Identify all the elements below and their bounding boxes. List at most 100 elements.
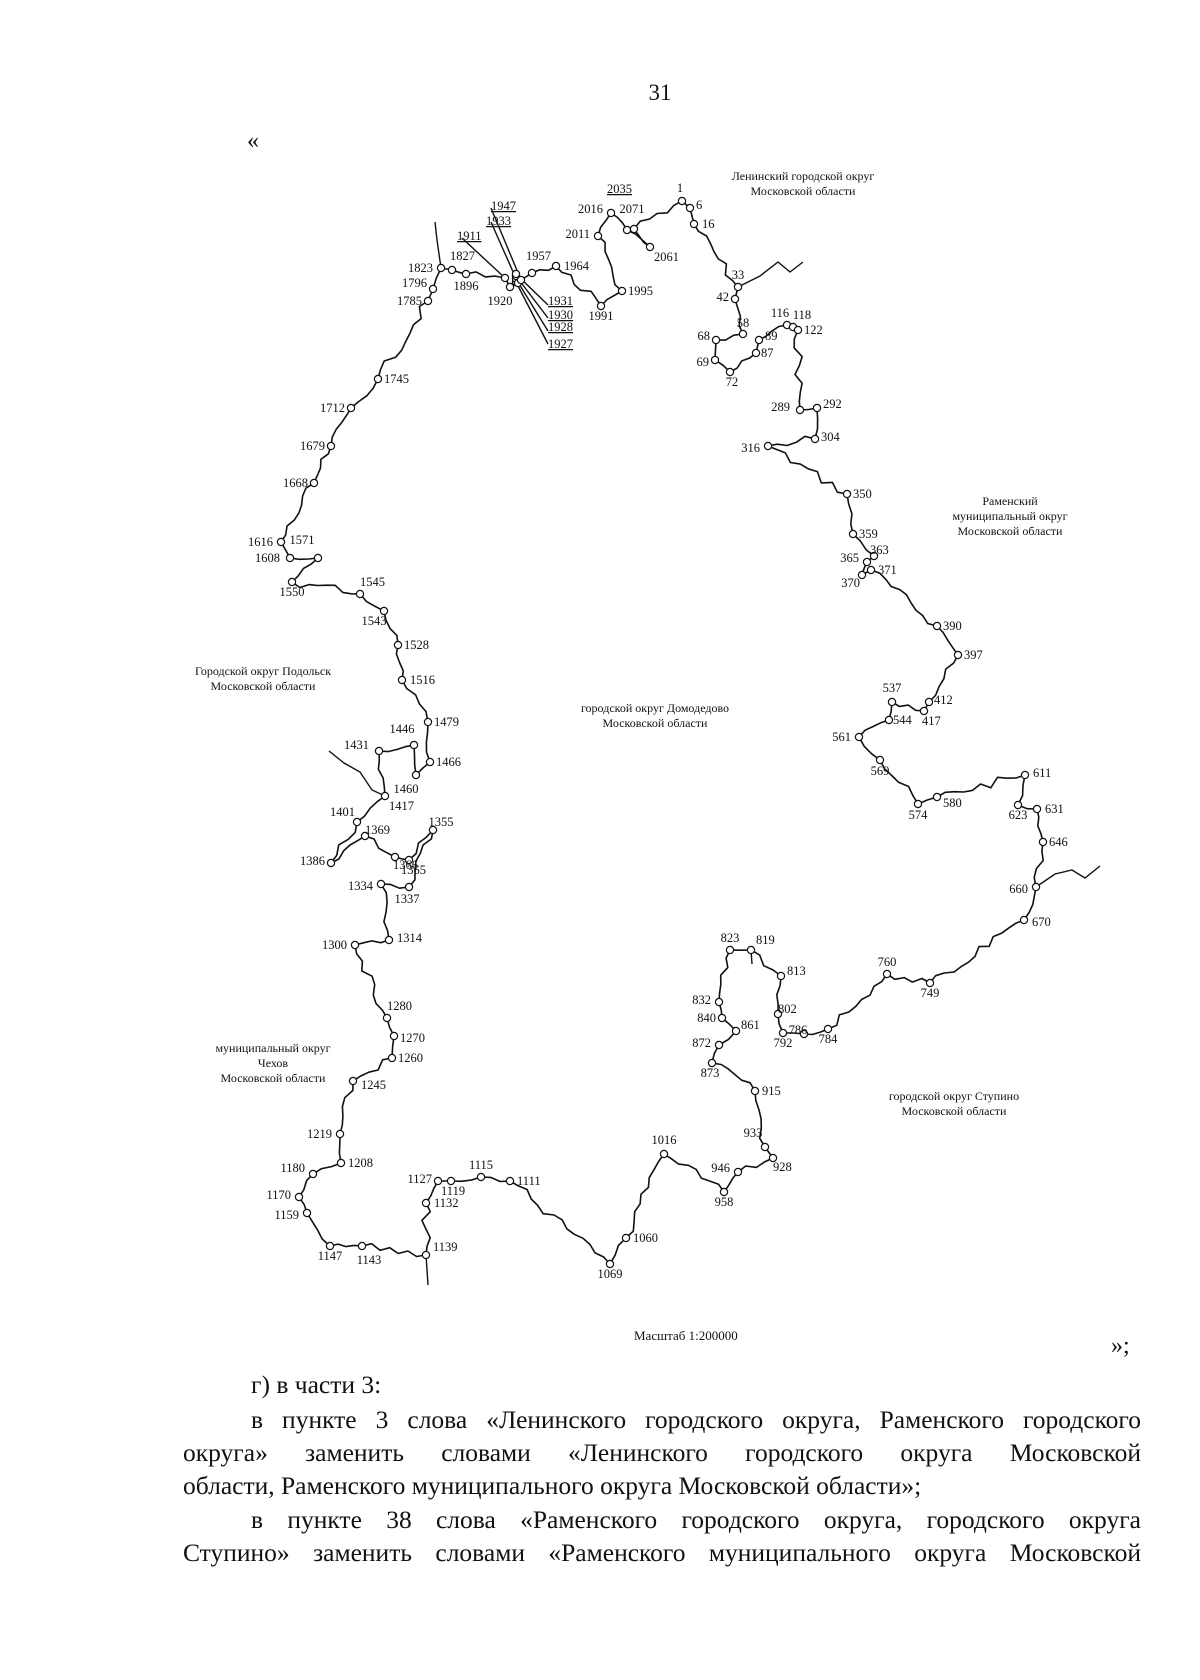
- point-label-1608: 1608: [255, 551, 280, 565]
- boundary-point-872: [714, 1040, 724, 1050]
- boundary-branch-4: [425, 1254, 429, 1286]
- boundary-point-611: [1020, 770, 1030, 780]
- point-label-1060: 1060: [633, 1231, 658, 1245]
- boundary-point-1219: [335, 1129, 345, 1139]
- boundary-point-1115: [476, 1172, 486, 1182]
- boundary-point-359: [848, 529, 858, 539]
- point-label-631: 631: [1045, 802, 1064, 816]
- point-label-1550: 1550: [280, 585, 305, 599]
- point-label-873: 873: [701, 1066, 720, 1080]
- point-label-16: 16: [702, 217, 715, 231]
- boundary-point-370: [857, 570, 867, 580]
- boundary-point-2035: [622, 225, 632, 235]
- boundary-point-1896: [461, 269, 471, 279]
- point-label-2035: 2035: [607, 182, 632, 196]
- point-label-42: 42: [717, 290, 730, 304]
- point-label-2061: 2061: [654, 250, 679, 264]
- boundary-point-646: [1038, 837, 1048, 847]
- point-label-390: 390: [943, 619, 962, 633]
- point-label-6: 6: [696, 198, 702, 212]
- boundary-point-786: [799, 1029, 809, 1039]
- point-label-33: 33: [732, 268, 745, 282]
- point-label-72: 72: [726, 375, 739, 389]
- point-label-1245: 1245: [361, 1078, 386, 1092]
- boundary-point-1745: [373, 374, 383, 384]
- point-label-611: 611: [1033, 766, 1051, 780]
- boundary-point-915: [750, 1086, 760, 1096]
- point-label-116: 116: [771, 306, 789, 320]
- boundary-point-1208: [336, 1158, 346, 1168]
- boundary-point-16: [689, 219, 699, 229]
- boundary-point-363: [869, 551, 879, 561]
- point-label-365: 365: [840, 551, 859, 565]
- leader-1911: [461, 237, 506, 279]
- boundary-point-1180: [308, 1169, 318, 1179]
- point-label-350: 350: [853, 487, 872, 501]
- point-label-1270: 1270: [400, 1031, 425, 1045]
- point-label-1280: 1280: [387, 999, 412, 1013]
- point-label-760: 760: [878, 955, 897, 969]
- boundary-points: [276, 196, 1048, 1269]
- point-label-1679: 1679: [300, 439, 325, 453]
- point-label-58: 58: [737, 316, 750, 330]
- paragraph-2-line-1: в пункте 38 слова «Раменского городского…: [251, 1505, 1141, 1534]
- boundary-point-813: [776, 971, 786, 981]
- point-label-561: 561: [832, 730, 851, 744]
- point-label-118: 118: [793, 308, 811, 322]
- boundary-point-1571: [313, 553, 323, 563]
- page-number: 31: [648, 80, 672, 105]
- boundary-point-946: [733, 1167, 743, 1177]
- point-label-933: 933: [744, 1126, 763, 1140]
- boundary-point-819: [746, 945, 756, 955]
- point-label-1143: 1143: [357, 1253, 382, 1267]
- boundary-point-1911: [500, 273, 510, 283]
- point-label-823: 823: [721, 931, 740, 945]
- point-label-1: 1: [677, 181, 683, 195]
- boundary-branch-1: [737, 261, 804, 288]
- point-label-68: 68: [698, 329, 711, 343]
- point-label-2071: 2071: [620, 202, 645, 216]
- boundary-point-823: [725, 945, 735, 955]
- boundary-point-1366: [390, 852, 400, 862]
- boundary-point-1069: [605, 1259, 615, 1269]
- point-label-316: 316: [741, 441, 760, 455]
- point-label-1159: 1159: [274, 1208, 299, 1222]
- boundary-point-2071: [629, 224, 639, 234]
- point-label-412: 412: [934, 693, 953, 707]
- leader-1928: [515, 278, 549, 332]
- point-label-1785: 1785: [397, 294, 422, 308]
- point-label-1431: 1431: [344, 738, 369, 752]
- boundary-point-792: [778, 1028, 788, 1038]
- boundary-point-1920: [505, 282, 515, 292]
- point-label-1823: 1823: [408, 261, 433, 275]
- point-label-670: 670: [1032, 915, 1051, 929]
- map-scale: Масштаб 1:200000: [634, 1328, 738, 1343]
- point-label-1516: 1516: [410, 673, 435, 687]
- point-label-786: 786: [789, 1023, 808, 1037]
- boundary-point-1260: [387, 1053, 397, 1063]
- point-label-1991: 1991: [589, 309, 614, 323]
- boundary-point-2016: [606, 208, 616, 218]
- point-label-832: 832: [692, 993, 711, 1007]
- boundary-point-390: [932, 621, 942, 631]
- point-label-784: 784: [819, 1032, 839, 1046]
- boundary-point-1386: [326, 858, 336, 868]
- boundary-point-873: [707, 1058, 717, 1068]
- boundary-point-1616: [276, 537, 286, 547]
- point-label-1111: 1111: [517, 1174, 541, 1188]
- boundary-point-1139: [421, 1250, 431, 1260]
- area-label-3-line-1: Городской округ Подольск: [195, 664, 331, 678]
- area-label-6-line-1: городской округ Ступино: [889, 1089, 1019, 1103]
- point-label-1260: 1260: [398, 1051, 423, 1065]
- point-label-813: 813: [787, 964, 806, 978]
- point-label-946: 946: [711, 1161, 730, 1175]
- point-label-749: 749: [921, 986, 940, 1000]
- point-label-928: 928: [773, 1160, 792, 1174]
- point-label-1132: 1132: [434, 1196, 459, 1210]
- point-label-646: 646: [1049, 835, 1068, 849]
- boundary-point-6: [685, 203, 695, 213]
- point-label-1355: 1355: [429, 815, 454, 829]
- boundary-point-1712: [346, 403, 356, 413]
- boundary-point-1827: [447, 265, 457, 275]
